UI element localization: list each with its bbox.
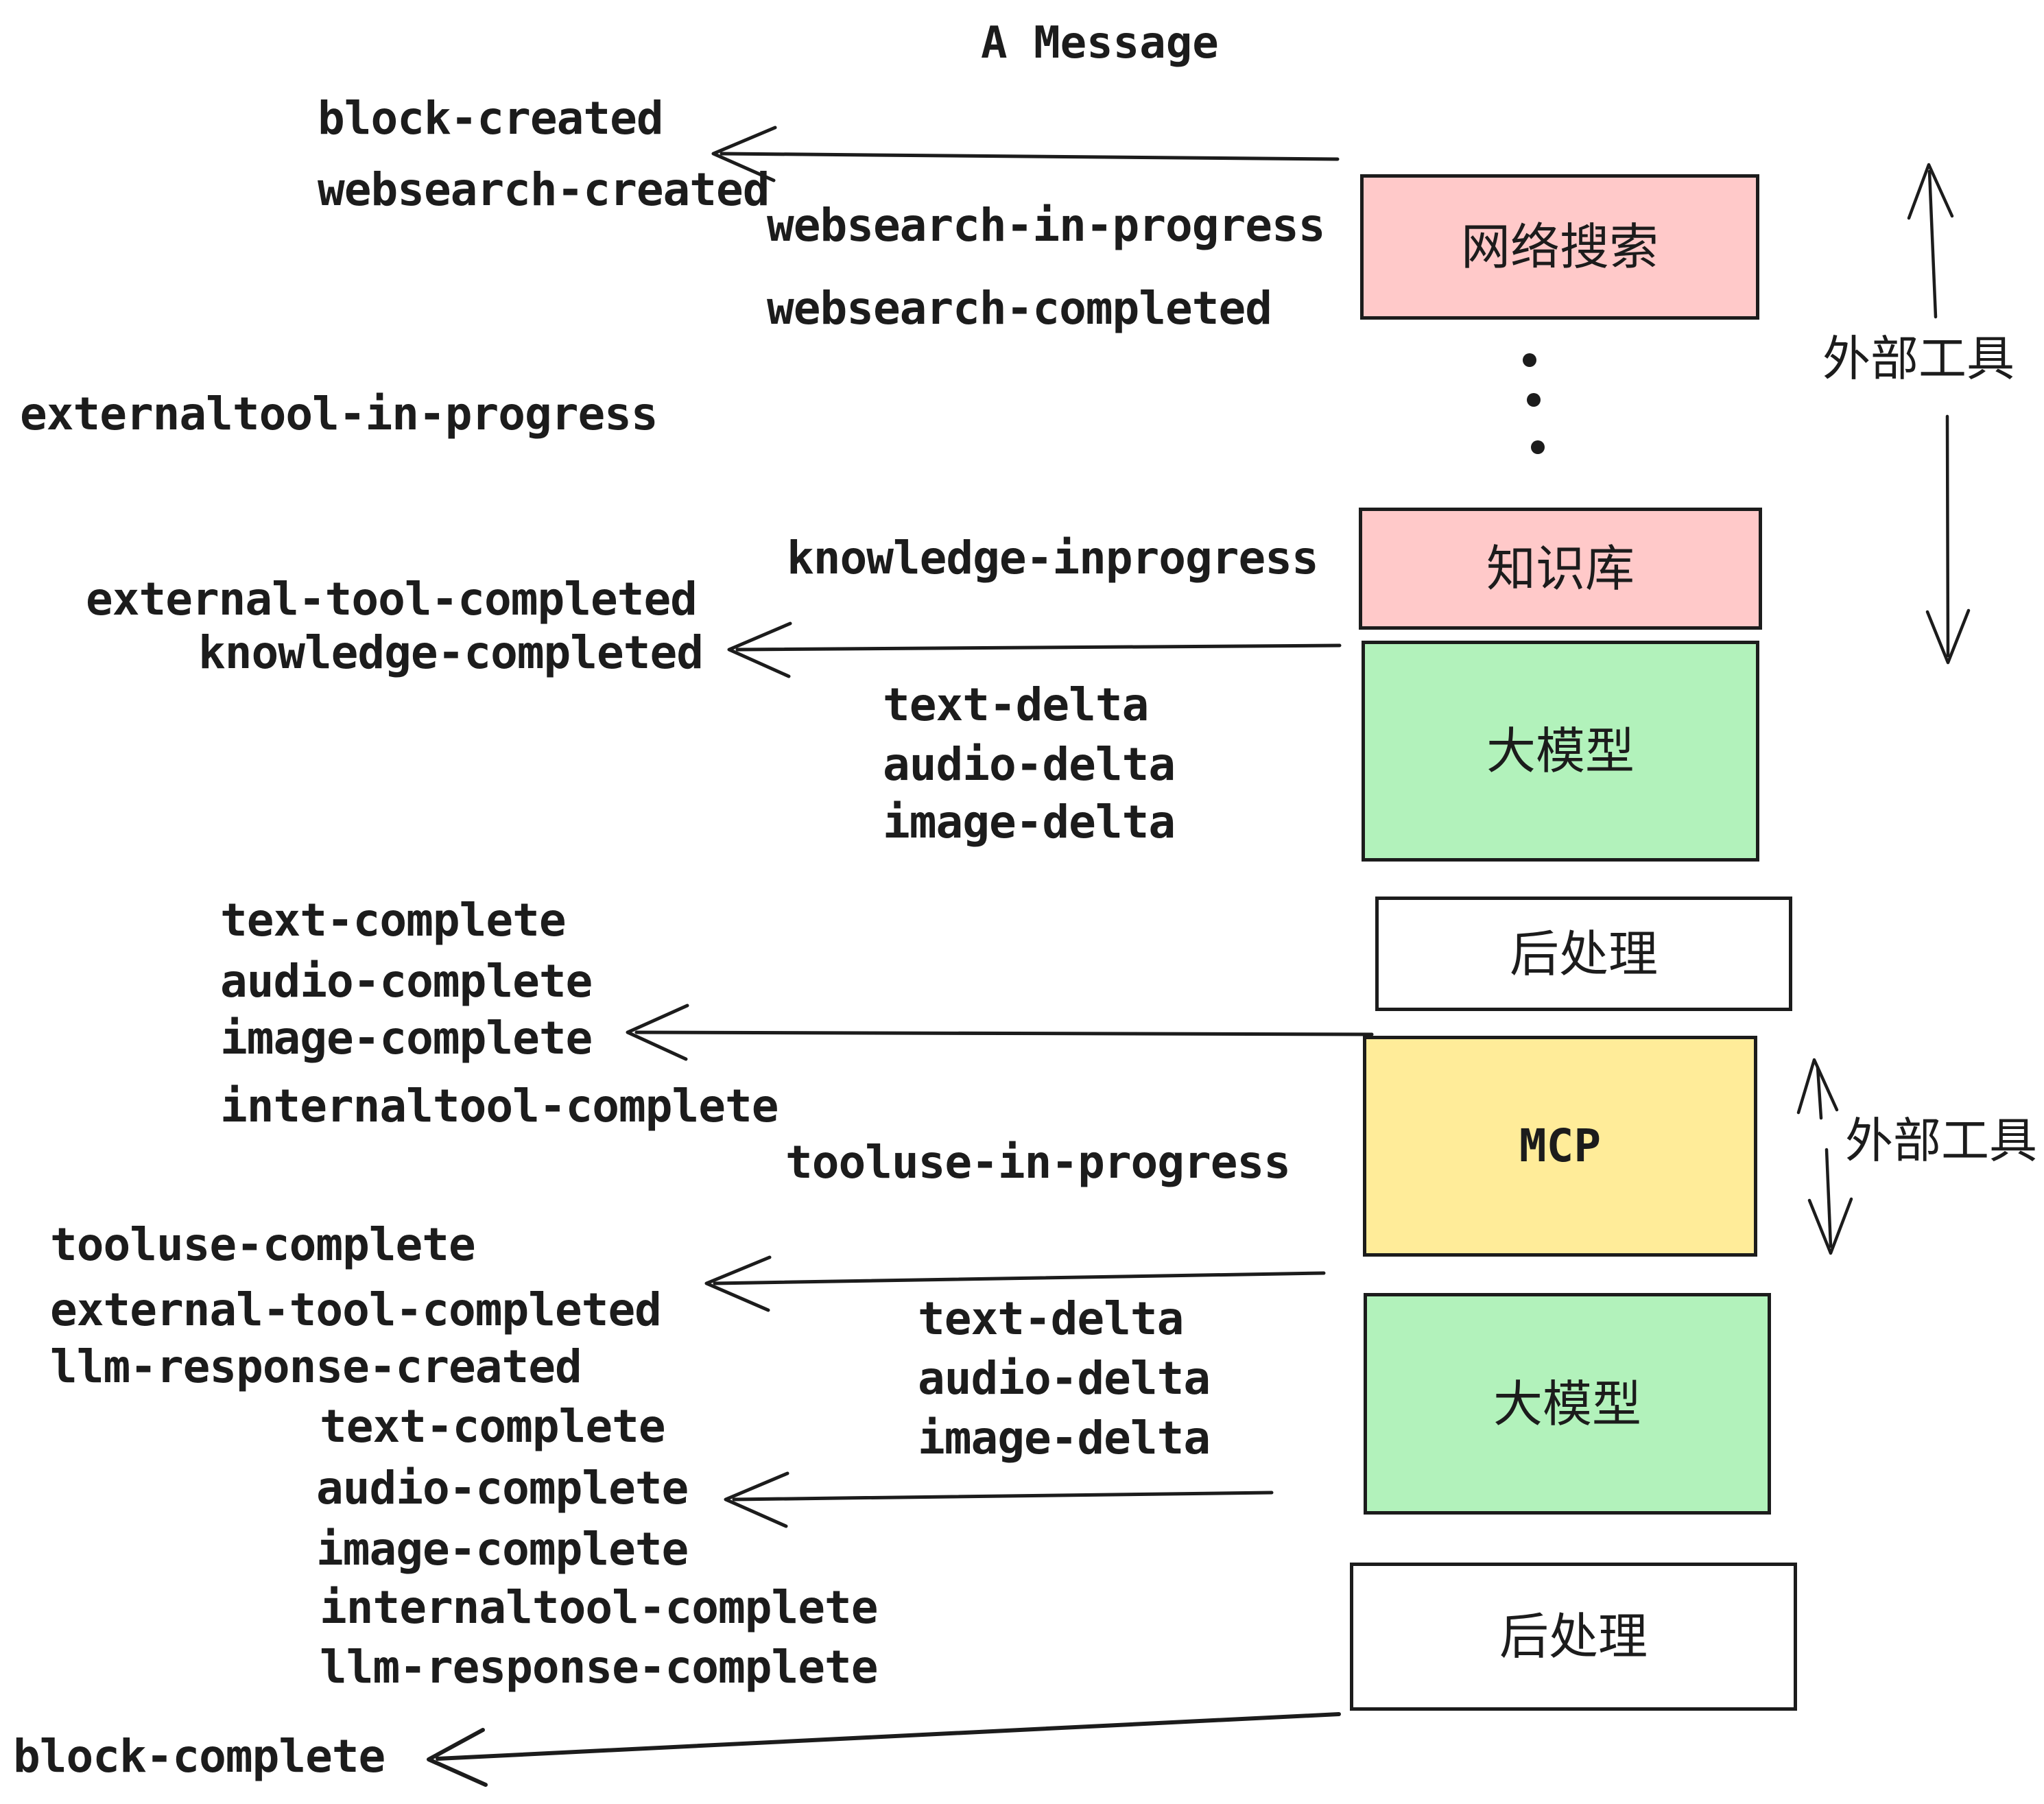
- box-websearch-label: 网络搜索: [1460, 218, 1659, 276]
- box-websearch: 网络搜索: [1360, 174, 1759, 320]
- event-label-tooluse-complete: tooluse-complete: [50, 1218, 476, 1271]
- box-postprocess-1: 后处理: [1375, 897, 1792, 1011]
- box-mcp-label: MCP: [1519, 1119, 1602, 1172]
- event-label-external-tool-completed: external-tool-completed: [86, 573, 698, 626]
- arrow-to-block-complete: [427, 1712, 1341, 1787]
- event-label-audio-delta-1: audio-delta: [883, 738, 1176, 791]
- box-llm-1: 大模型: [1362, 641, 1759, 862]
- box-knowledge-base-label: 知识库: [1486, 540, 1635, 597]
- box-postprocess-2-label: 后处理: [1499, 1608, 1648, 1665]
- event-label-websearch-in-progress: websearch-in-progress: [767, 199, 1325, 252]
- side-label-external-tools-1: 外部工具: [1822, 331, 2015, 387]
- arrow-to-audio-complete: [724, 1471, 1274, 1528]
- event-label-externaltool-in-progress: externaltool-in-progress: [20, 388, 658, 440]
- box-postprocess-2: 后处理: [1350, 1563, 1797, 1711]
- event-label-image-delta-2: image-delta: [918, 1412, 1211, 1464]
- event-label-block-created: block-created: [318, 92, 664, 145]
- vertical-ellipsis-icon: [1523, 353, 1545, 454]
- event-label-internaltool-complete-2: internaltool-complete: [320, 1581, 878, 1634]
- event-label-llm-response-complete: llm-response-complete: [320, 1641, 878, 1694]
- box-llm-2-label: 大模型: [1493, 1375, 1641, 1433]
- event-label-llm-response-created: llm-response-created: [50, 1340, 582, 1393]
- box-knowledge-base: 知识库: [1359, 508, 1762, 630]
- event-label-image-delta-1: image-delta: [883, 796, 1176, 848]
- box-llm-1-label: 大模型: [1486, 722, 1635, 780]
- double-arrow-external-tools-1: [1907, 163, 1971, 665]
- box-llm-2: 大模型: [1364, 1293, 1771, 1515]
- box-postprocess-1-label: 后处理: [1509, 925, 1658, 983]
- event-label-knowledge-inprogress: knowledge-inprogress: [787, 532, 1319, 584]
- event-label-text-delta-2: text-delta: [918, 1292, 1184, 1345]
- event-label-websearch-completed: websearch-completed: [767, 282, 1272, 335]
- arrow-to-image-complete: [626, 1004, 1374, 1061]
- event-label-image-complete-2: image-complete: [316, 1523, 689, 1576]
- event-label-tooluse-in-progress: tooluse-in-progress: [785, 1136, 1291, 1189]
- event-label-text-delta-1: text-delta: [883, 678, 1149, 731]
- event-label-audio-complete-1: audio-complete: [220, 955, 593, 1008]
- arrow-to-tooluse-complete: [704, 1255, 1326, 1312]
- event-label-websearch-created: websearch-created: [318, 163, 770, 216]
- double-arrow-external-tools-2: [1796, 1058, 1853, 1255]
- event-label-knowledge-completed: knowledge-completed: [198, 626, 704, 679]
- side-label-external-tools-2: 外部工具: [1845, 1113, 2037, 1169]
- arrow-to-block-created: [711, 126, 1340, 182]
- diagram-title: A Message: [981, 18, 1219, 69]
- event-label-internaltool-complete-1: internaltool-complete: [220, 1080, 779, 1132]
- event-label-text-complete-2: text-complete: [320, 1400, 666, 1453]
- event-label-text-complete-1: text-complete: [220, 894, 567, 947]
- box-mcp: MCP: [1363, 1036, 1757, 1257]
- event-label-block-complete: block-complete: [13, 1730, 385, 1783]
- event-label-external-tool-completed-2: external-tool-completed: [50, 1283, 662, 1336]
- event-label-audio-delta-2: audio-delta: [918, 1352, 1211, 1405]
- event-label-audio-complete-2: audio-complete: [316, 1462, 689, 1515]
- arrow-to-knowledge-completed: [727, 621, 1342, 678]
- event-label-image-complete-1: image-complete: [220, 1012, 593, 1065]
